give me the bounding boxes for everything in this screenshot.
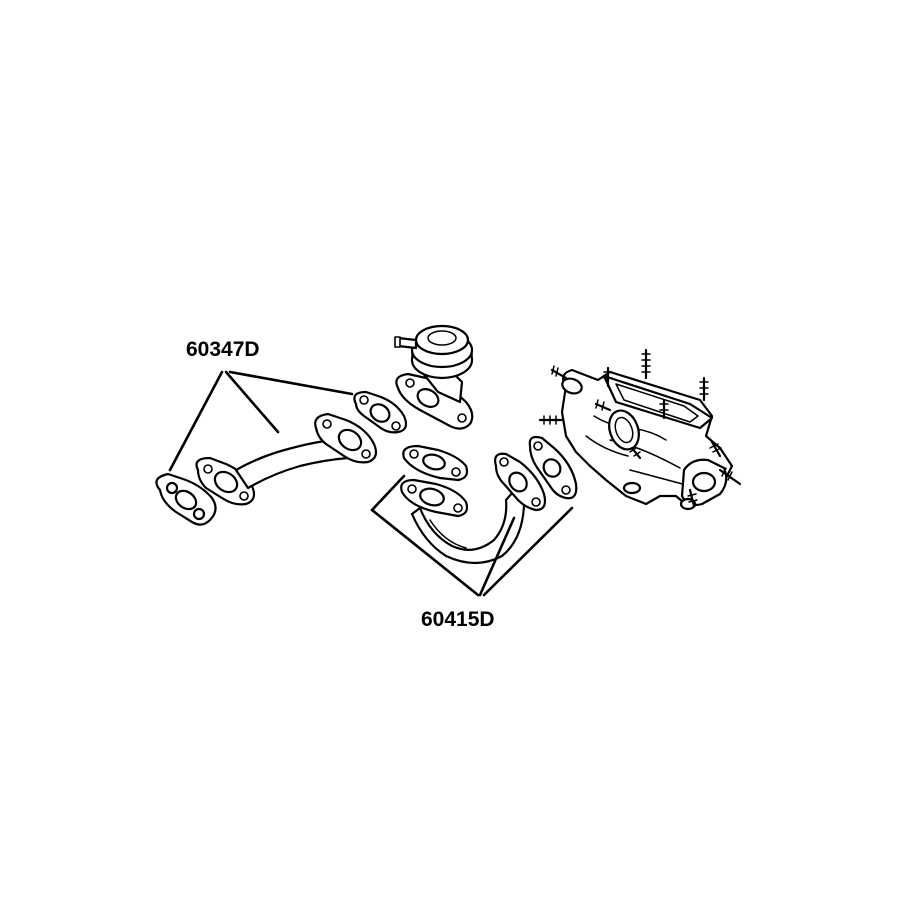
part-label-60347d: 60347D xyxy=(186,338,260,361)
gasket-left-outer xyxy=(155,472,217,526)
part-label-60415d: 60415D xyxy=(421,608,495,631)
intake-manifold xyxy=(538,348,742,511)
egr-pipe-upper xyxy=(195,412,378,506)
egr-valve xyxy=(394,324,474,430)
leader-lines-60415d xyxy=(370,474,574,597)
leader-lines-60347d xyxy=(168,370,354,472)
gasket-upper xyxy=(353,390,408,434)
gasket-right xyxy=(528,435,578,500)
gasket-middle xyxy=(402,444,469,482)
egr-pipe-lower xyxy=(400,452,547,565)
